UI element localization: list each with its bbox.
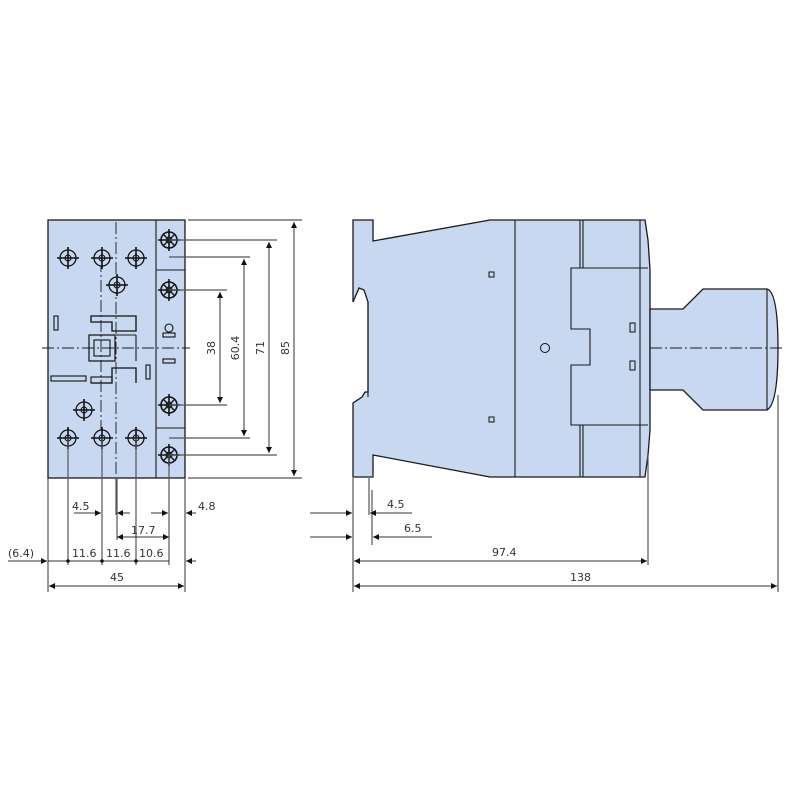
side-housing	[352, 219, 651, 478]
dim-label-45: 45	[110, 571, 124, 584]
dim-label-11-6-b: 11.6	[106, 547, 131, 560]
front-extension-lines	[47, 438, 186, 592]
dim-label-38: 38	[205, 341, 218, 355]
dim-label-71: 71	[254, 341, 267, 355]
side-view: 4.5 6.5 97.4 138	[310, 219, 785, 592]
dim-label-side-4-5: 4.5	[387, 498, 405, 511]
dim-label-4-5: 4.5	[72, 500, 90, 513]
dim-label-138: 138	[570, 571, 591, 584]
dim-label-side-6-5: 6.5	[404, 522, 422, 535]
plunger	[649, 288, 779, 411]
dim-label-4-8: 4.8	[198, 500, 216, 513]
front-height-extensions	[169, 219, 302, 479]
front-view: 38 60.4 71 85 4.5 4.8 17.7 (6.4) 11.6 11…	[8, 219, 302, 592]
dim-label-17-7: 17.7	[131, 524, 156, 537]
dim-label-6-4: (6.4)	[8, 547, 34, 560]
dim-label-85: 85	[279, 341, 292, 355]
dim-label-60-4: 60.4	[229, 336, 242, 361]
dim-label-11-6-a: 11.6	[72, 547, 97, 560]
dim-label-10-6: 10.6	[139, 547, 164, 560]
dim-label-97-4: 97.4	[492, 546, 517, 559]
